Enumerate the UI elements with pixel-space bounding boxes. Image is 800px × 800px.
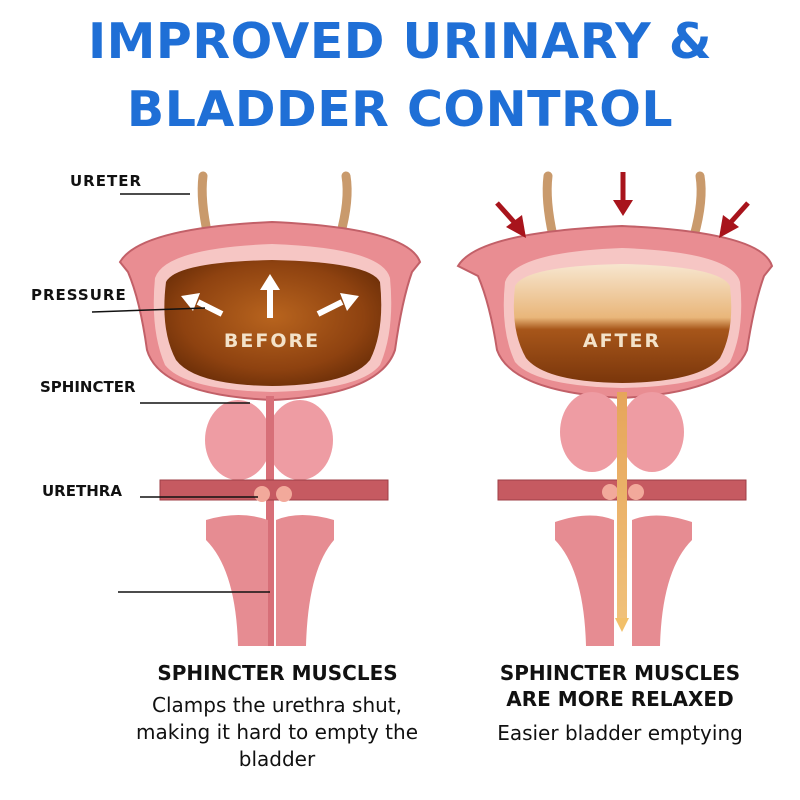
urethra-closed xyxy=(266,396,274,646)
title-line-1: IMPROVED URINARY & xyxy=(87,13,713,70)
label-urethra: URETHRA xyxy=(42,482,122,500)
lower-tissue-right xyxy=(276,515,334,646)
before-bladder: BEFORE xyxy=(118,171,422,646)
lower-tissue-right-after xyxy=(632,515,692,646)
after-caption-body: Easier bladder emptying xyxy=(497,721,743,745)
urine-after xyxy=(513,264,732,383)
label-sphincter: SPHINCTER xyxy=(40,378,136,396)
label-ureter: URETER xyxy=(70,172,143,190)
prostate-right-after xyxy=(620,392,684,472)
lower-tissue-left-after xyxy=(555,515,614,646)
sphincter-band xyxy=(159,479,389,501)
urine-flow xyxy=(617,392,627,620)
after-bladder: AFTER xyxy=(456,171,774,646)
squeeze-arrows xyxy=(495,172,750,238)
sphincter-knot-right xyxy=(276,486,292,502)
urine xyxy=(164,260,382,386)
after-caption-title: SPHINCTER MUSCLES ARE MORE RELAXED xyxy=(499,661,741,711)
pressure-arrows xyxy=(181,274,359,318)
sphincter-knot-left xyxy=(254,486,270,502)
lower-tissue-left xyxy=(206,515,268,646)
prostate-left xyxy=(205,400,271,480)
prostate-right xyxy=(267,400,333,480)
before-caption-body: Clamps the urethra shut, making it hard … xyxy=(136,693,418,771)
label-pressure: PRESSURE xyxy=(31,286,127,304)
title-line-2: BLADDER CONTROL xyxy=(126,81,674,138)
prostate-left-after xyxy=(560,392,624,472)
left-ureter-after xyxy=(542,171,558,241)
flow-arrowhead xyxy=(615,618,629,632)
before-label: BEFORE xyxy=(224,330,320,352)
right-ureter-after xyxy=(689,171,706,241)
after-label: AFTER xyxy=(583,330,661,352)
before-caption-title: SPHINCTER MUSCLES xyxy=(157,661,398,685)
